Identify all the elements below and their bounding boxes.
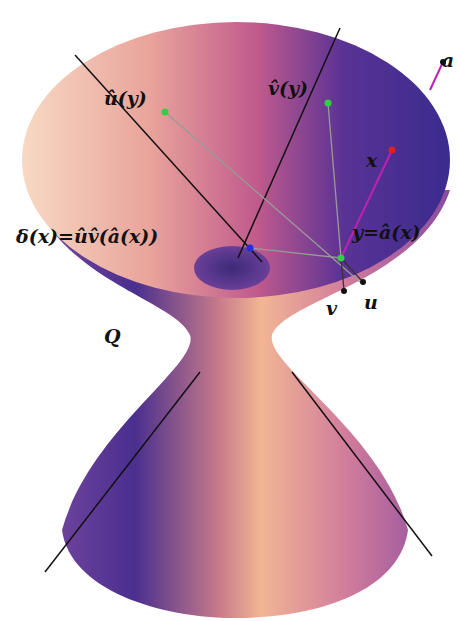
point-label: y=â(x) — [352, 222, 421, 243]
point-v — [341, 288, 347, 294]
point-u-hat — [162, 109, 169, 116]
point-u — [360, 279, 366, 285]
point-y — [338, 255, 345, 262]
point-label: û(y) — [104, 88, 147, 109]
point-v-hat — [325, 100, 332, 107]
construction-line — [165, 103, 360, 282]
point-label: u — [364, 292, 378, 313]
point-delta — [247, 245, 254, 252]
tangent-line — [341, 258, 362, 290]
magenta-line — [341, 62, 443, 258]
point-label: v — [326, 298, 337, 319]
point-label: x — [366, 150, 377, 171]
surface-top — [22, 22, 450, 298]
throat-hole — [194, 246, 270, 290]
ruling-line — [45, 28, 432, 572]
formula-label: δ(x)=ûv̂(â(x)) — [16, 226, 158, 247]
point-label: v̂(y) — [268, 78, 308, 99]
surface-label: Q — [104, 326, 121, 347]
point-label: a — [442, 50, 454, 71]
point-x — [389, 147, 396, 154]
